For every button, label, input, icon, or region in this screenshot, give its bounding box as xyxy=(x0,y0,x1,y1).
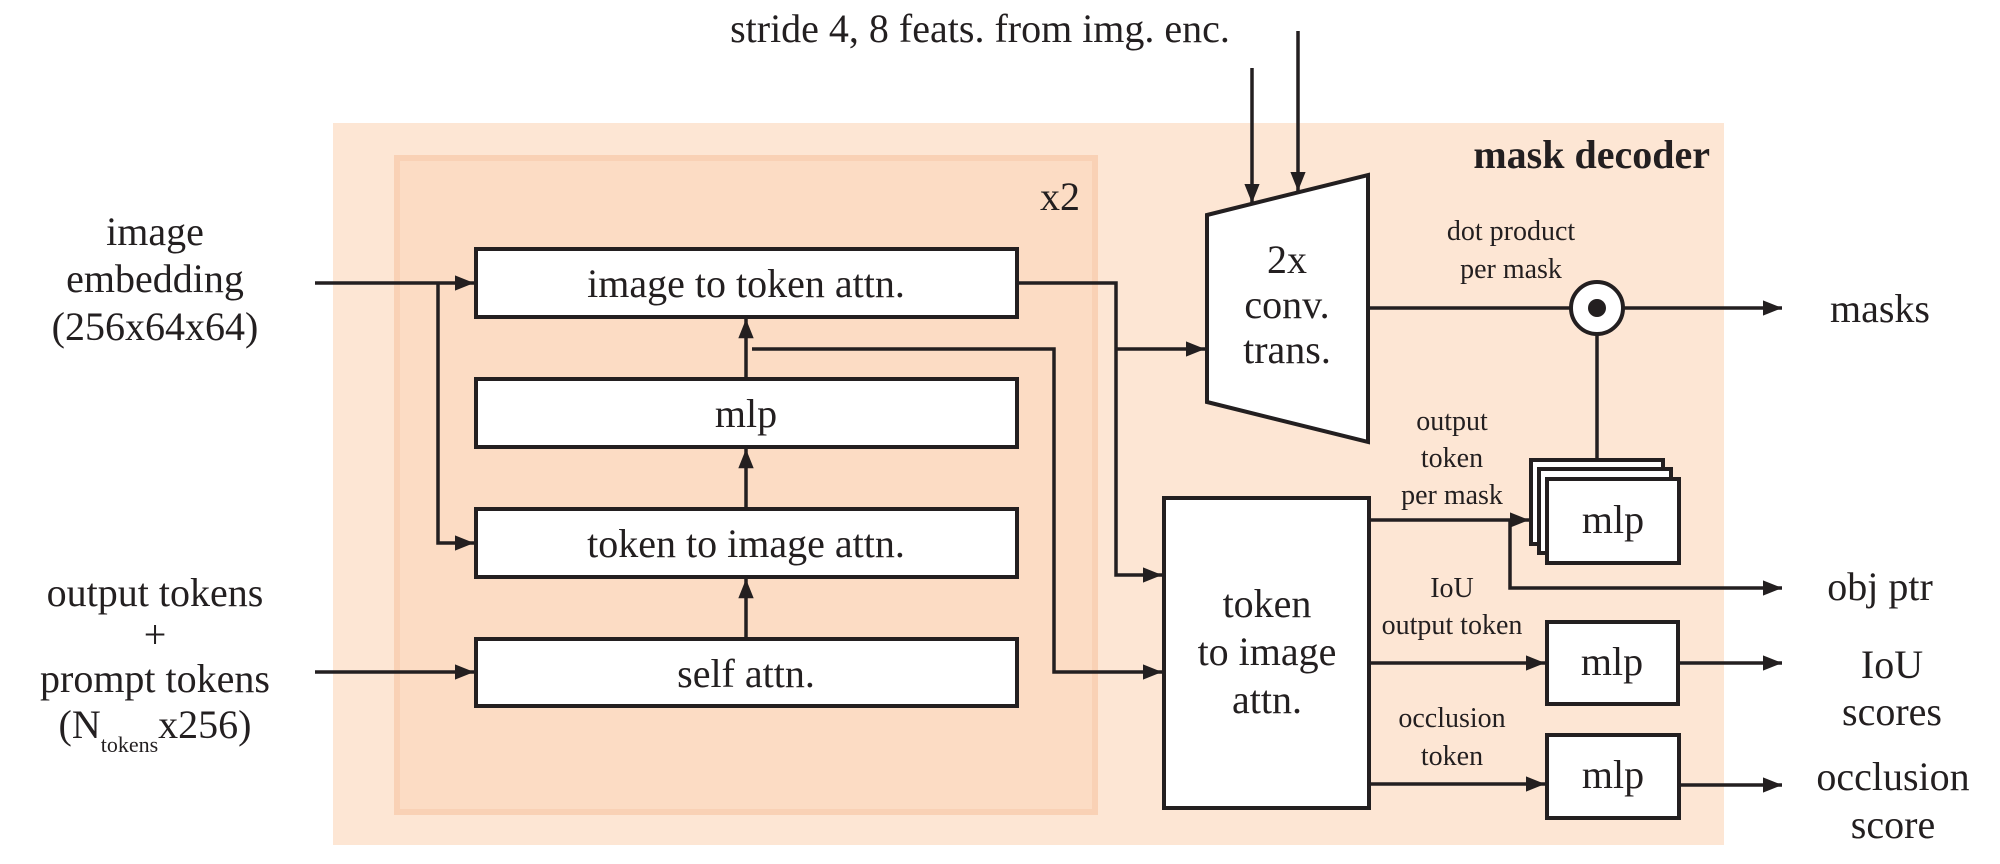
encoder-feature-arrows xyxy=(1244,31,1306,203)
svg-text:IoU: IoU xyxy=(1430,573,1474,604)
output-occlusion-score-label: occlusion score xyxy=(1816,754,1969,847)
block-image-to-token-attn: image to token attn. xyxy=(474,247,1019,319)
svg-text:output tokens: output tokens xyxy=(47,570,264,615)
image-encoder-features-label: stride 4, 8 feats. from img. enc. xyxy=(730,6,1230,51)
block-self-attn: self attn. xyxy=(474,637,1019,708)
svg-text:2x: 2x xyxy=(1267,237,1307,282)
svg-text:mlp: mlp xyxy=(1582,752,1644,797)
iou-mlp: mlp xyxy=(1545,620,1680,706)
svg-text:mlp: mlp xyxy=(1582,497,1644,542)
svg-text:per mask: per mask xyxy=(1401,480,1503,511)
dot-product-icon xyxy=(1569,280,1625,336)
svg-text:per mask: per mask xyxy=(1460,254,1562,285)
svg-text:dot product: dot product xyxy=(1447,216,1576,247)
svg-text:IoU: IoU xyxy=(1861,642,1923,687)
tokens-input-label: output tokens + prompt tokens (Ntokensx2… xyxy=(40,570,270,757)
dot-product-annotation: dot product per mask xyxy=(1447,216,1576,285)
occlusion-token-annotation: occlusion token xyxy=(1398,703,1505,772)
svg-text:token: token xyxy=(1421,443,1483,474)
svg-text:trans.: trans. xyxy=(1243,327,1331,372)
final-token-to-image-attn: token to image attn. xyxy=(1162,496,1371,810)
block-token-to-image-attn: token to image attn. xyxy=(474,507,1019,579)
occlusion-mlp: mlp xyxy=(1545,733,1681,820)
transformer-connections xyxy=(315,275,1205,680)
svg-text:embedding: embedding xyxy=(66,256,244,301)
output-token-annotation: output token per mask xyxy=(1401,406,1503,511)
block-mlp: mlp xyxy=(474,377,1019,449)
svg-text:output: output xyxy=(1416,406,1488,437)
svg-text:self attn.: self attn. xyxy=(677,651,815,696)
svg-text:image to token attn.: image to token attn. xyxy=(587,261,905,306)
svg-text:conv.: conv. xyxy=(1244,282,1329,327)
repeat-label: x2 xyxy=(1040,174,1080,219)
svg-text:+: + xyxy=(144,612,167,657)
iou-token-annotation: IoU output token xyxy=(1382,573,1523,641)
svg-text:output token: output token xyxy=(1382,610,1523,641)
image-embedding-label: image embedding (256x64x64) xyxy=(52,209,259,349)
output-obj-ptr-label: obj ptr xyxy=(1827,564,1933,609)
svg-text:(256x64x64): (256x64x64) xyxy=(52,304,259,349)
svg-text:occlusion: occlusion xyxy=(1816,754,1969,799)
svg-text:(Ntokensx256): (Ntokensx256) xyxy=(59,702,252,757)
svg-text:to image: to image xyxy=(1198,629,1337,674)
svg-text:scores: scores xyxy=(1842,689,1942,734)
svg-text:token to image attn.: token to image attn. xyxy=(587,521,905,566)
output-masks-label: masks xyxy=(1830,286,1930,331)
svg-text:mlp: mlp xyxy=(715,391,777,436)
svg-text:attn.: attn. xyxy=(1232,677,1302,722)
obj-ptr-arrow xyxy=(1508,520,1782,596)
svg-text:token: token xyxy=(1223,581,1312,626)
svg-text:token: token xyxy=(1421,741,1483,772)
svg-text:occlusion: occlusion xyxy=(1398,703,1505,734)
svg-text:image: image xyxy=(106,209,204,254)
svg-text:score: score xyxy=(1851,802,1935,847)
mask-mlp-stack: mlp xyxy=(1529,458,1681,565)
svg-text:mlp: mlp xyxy=(1581,639,1643,684)
panel-title: mask decoder xyxy=(1473,132,1710,177)
svg-text:prompt tokens: prompt tokens xyxy=(40,656,270,701)
output-iou-scores-label: IoU scores xyxy=(1842,642,1942,734)
conv-transpose-upsampler: 2x conv. trans. xyxy=(1205,172,1370,445)
